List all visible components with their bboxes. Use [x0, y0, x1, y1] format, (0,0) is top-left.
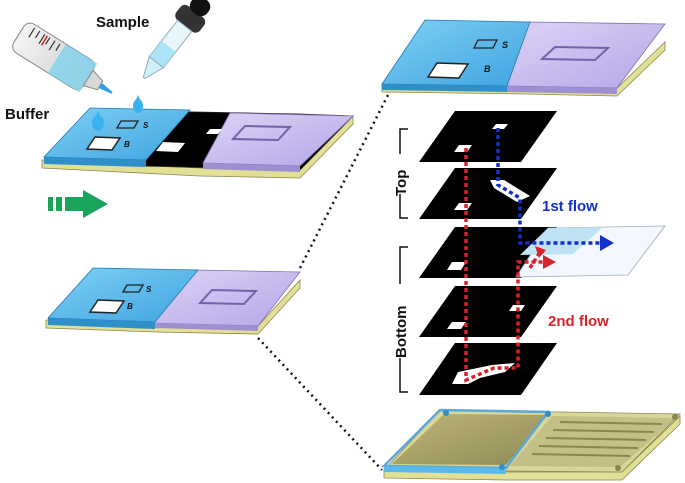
first-flow-path [496, 128, 600, 245]
bottom-label: Bottom [393, 306, 410, 359]
port-s-label-2: S [146, 285, 152, 294]
layer-1 [419, 111, 557, 162]
first-flow-arrowhead [600, 235, 614, 251]
sample-label: Sample [96, 14, 149, 31]
layer-2 [419, 168, 557, 219]
second-flow-arrowhead [543, 255, 556, 269]
buffer-bottle-icon [12, 22, 113, 94]
top-cover-layer: S B [381, 19, 666, 97]
port-s-label: S [143, 121, 149, 130]
second-flow-label: 2nd flow [548, 313, 609, 330]
buffer-label: Buffer [5, 106, 49, 123]
port-b-label-2: B [127, 302, 133, 311]
port-s-label-3: S [502, 40, 508, 50]
assembled-device: S B [45, 267, 301, 335]
base-plate [381, 408, 681, 481]
first-flow-label: 1st flow [542, 198, 598, 215]
top-label: Top [393, 170, 410, 196]
sample-dropper-icon [142, 0, 211, 80]
zoom-line-bottom [257, 337, 383, 471]
zoom-line-top [298, 94, 390, 269]
port-b-label-3: B [484, 64, 491, 74]
port-b-label: B [124, 140, 130, 149]
process-arrow-icon [48, 190, 108, 218]
assembled-device-with-pipettes: S B [41, 107, 354, 179]
layer-4 [419, 286, 557, 337]
